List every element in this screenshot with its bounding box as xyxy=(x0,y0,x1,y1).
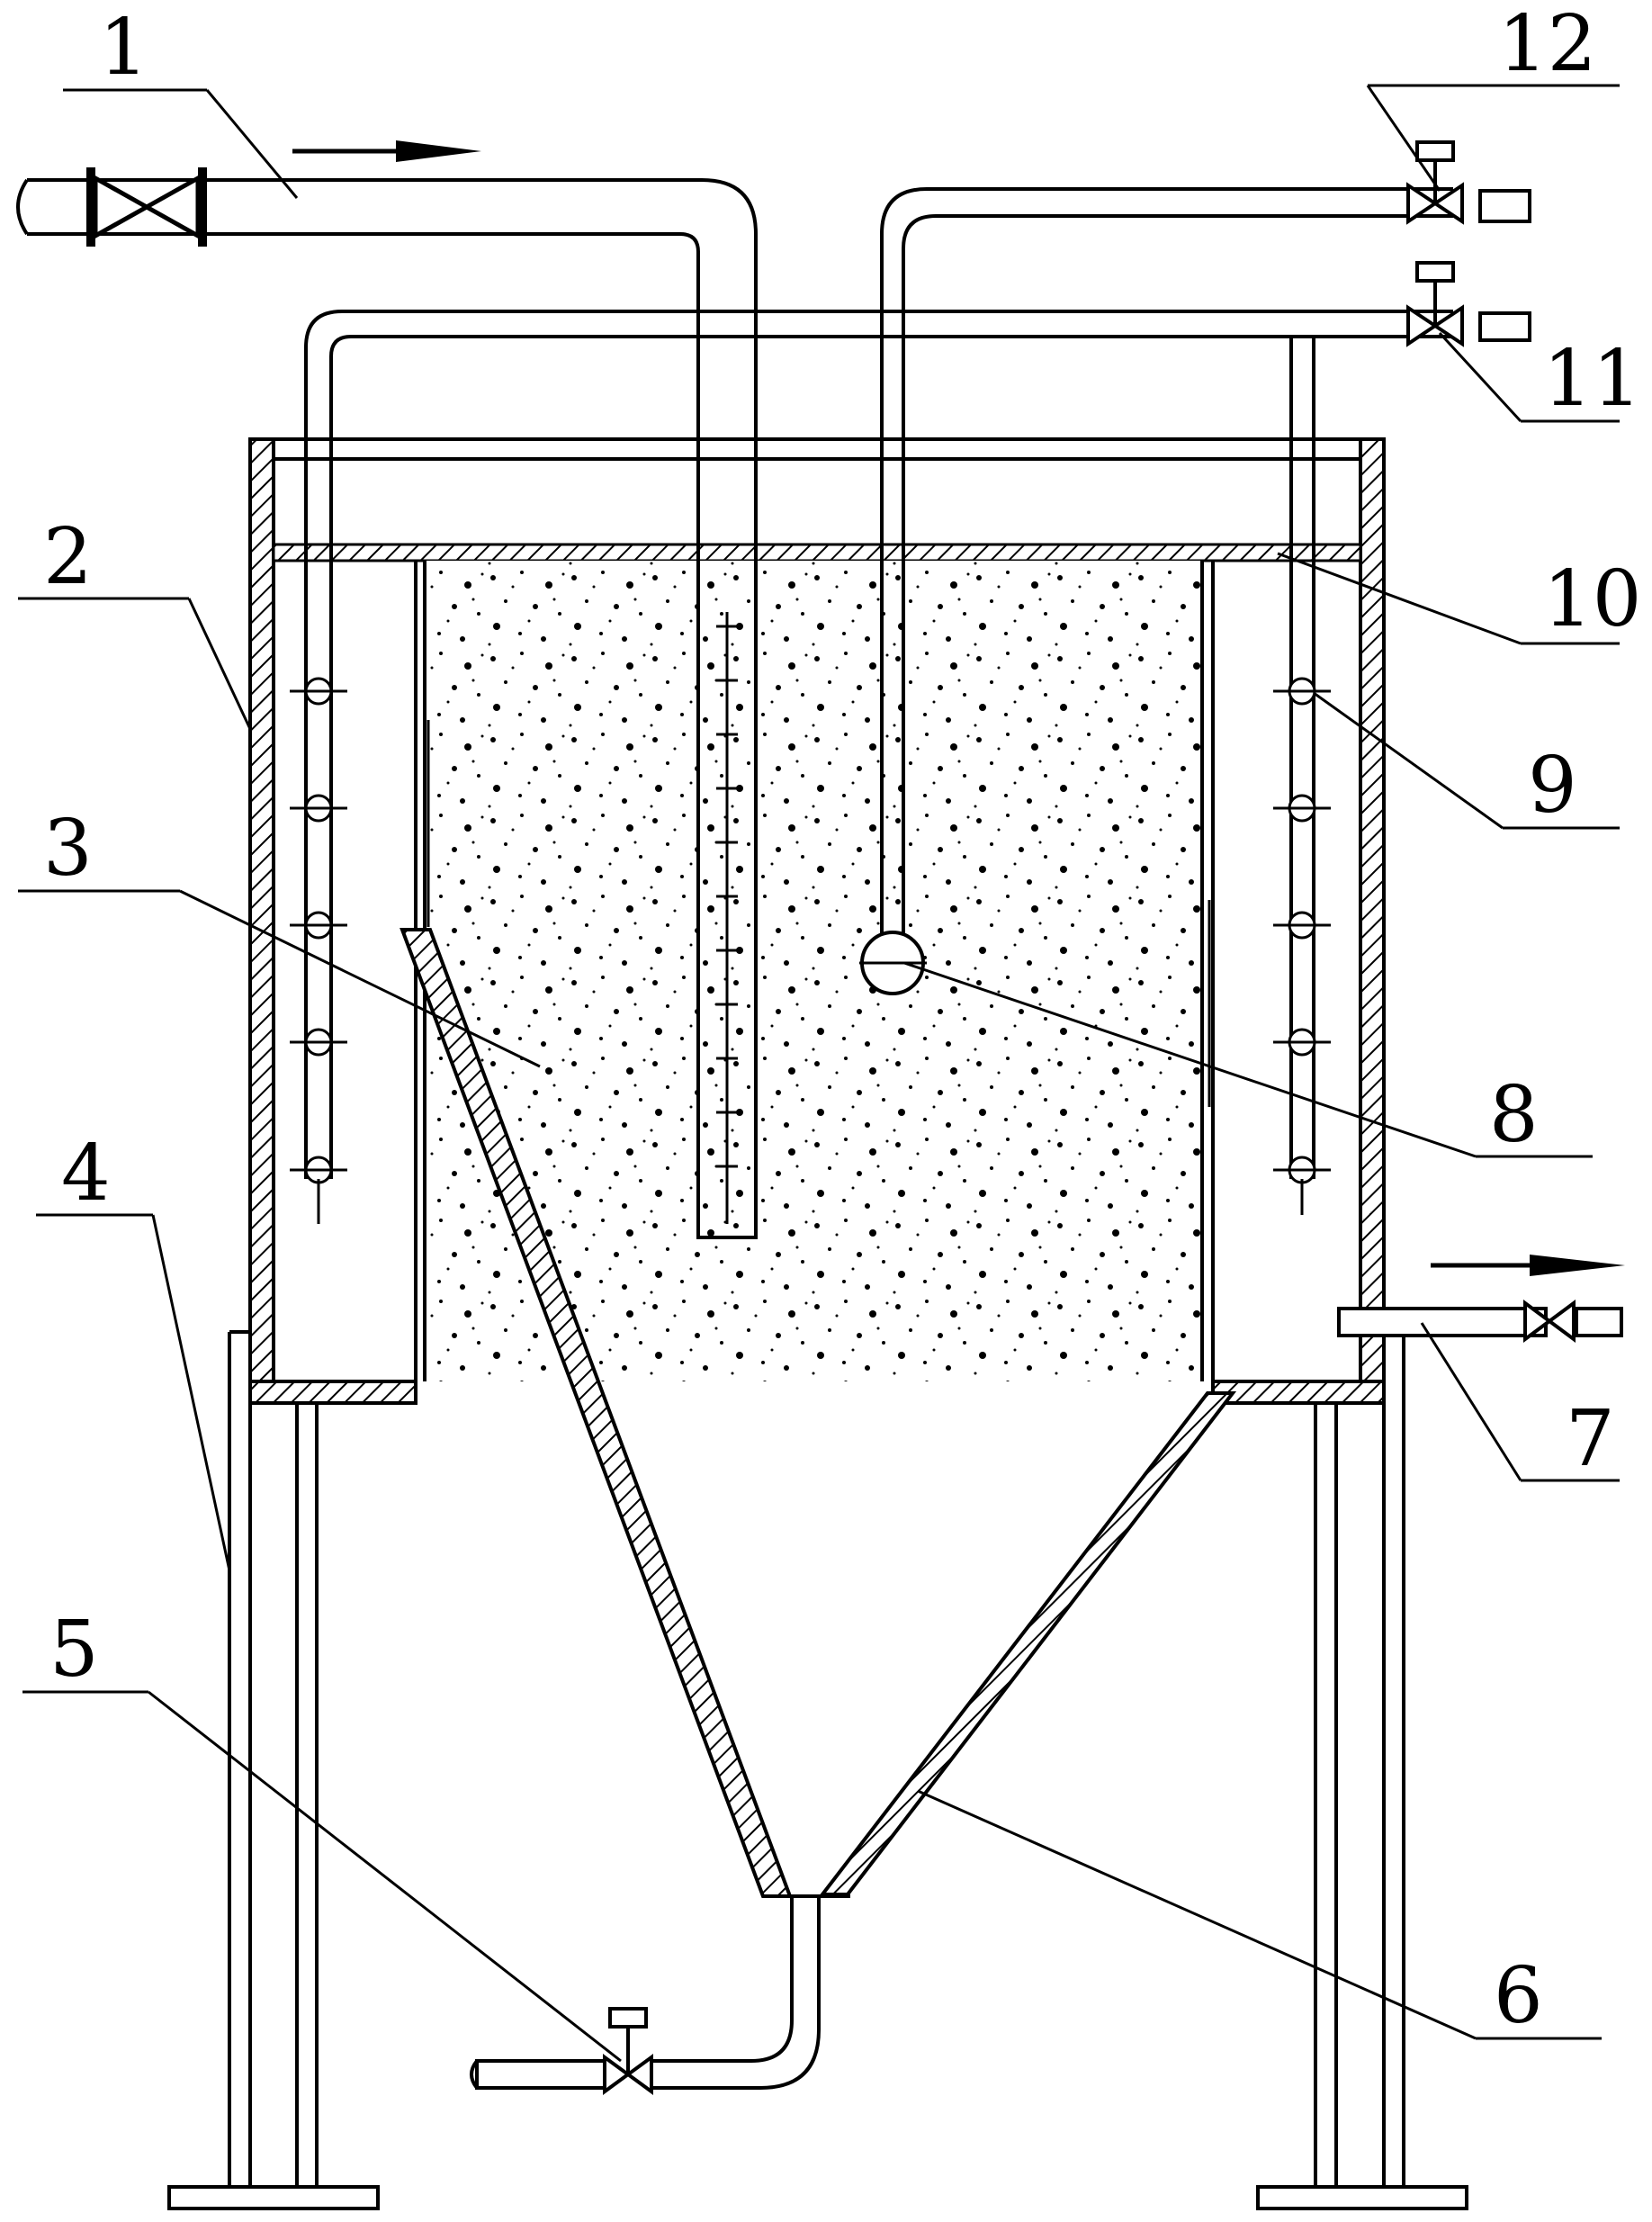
outlet-valve-icon xyxy=(1523,1300,1553,1343)
inlet-distribution-holes xyxy=(716,612,738,1224)
inlet-flow-arrow-icon xyxy=(396,140,481,162)
aeration-pipe xyxy=(859,140,1531,995)
label-8: 8 xyxy=(1489,1070,1539,1160)
inlet-pipe xyxy=(16,140,758,1239)
outlet-pipe xyxy=(1337,1255,1625,1343)
label-11: 11 xyxy=(1543,334,1641,424)
left-nozzles xyxy=(290,677,347,1224)
packing-media xyxy=(423,561,1204,1381)
inlet-valve-icon xyxy=(93,174,152,240)
label-5: 5 xyxy=(49,1605,99,1695)
label-3: 3 xyxy=(43,804,93,894)
valve-12-icon xyxy=(1406,182,1439,225)
vessel-wall xyxy=(248,437,1386,1405)
conical-bottom xyxy=(400,928,1237,1898)
label-10: 10 xyxy=(1543,554,1641,644)
annular-pipe xyxy=(290,261,1531,1224)
label-1: 1 xyxy=(99,3,148,93)
drain-valve-icon xyxy=(603,2054,632,2095)
drain-pipe xyxy=(470,1896,821,2095)
valve-11-icon xyxy=(1406,304,1439,347)
label-6: 6 xyxy=(1494,1951,1543,2041)
outlet-flow-arrow-icon xyxy=(1530,1255,1625,1276)
label-7: 7 xyxy=(1566,1394,1615,1484)
label-9: 9 xyxy=(1528,741,1577,831)
part-labels: 1 2 3 4 5 6 7 8 9 10 11 12 xyxy=(43,0,1641,2041)
label-2: 2 xyxy=(43,512,93,602)
right-nozzles xyxy=(1273,677,1331,1215)
label-12: 12 xyxy=(1498,0,1596,89)
support-legs xyxy=(167,1330,1468,2210)
leader-lines xyxy=(18,84,1620,2063)
label-4: 4 xyxy=(61,1129,111,1219)
